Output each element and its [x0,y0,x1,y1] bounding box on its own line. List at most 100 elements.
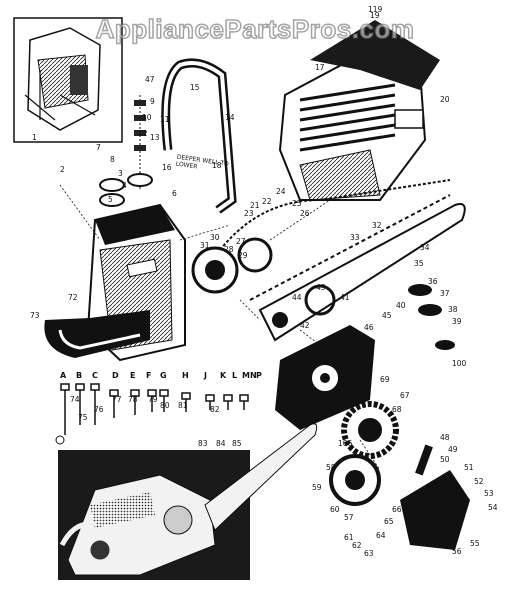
part-label: 18 [212,161,222,170]
part-label: 75 [78,413,88,422]
part-label: G [160,371,167,380]
part-label: 29 [238,251,248,260]
chainsaw-photo-inset [58,423,318,580]
part-label: 51 [464,463,474,472]
part-label: 61 [344,533,354,542]
clutch-parts [191,237,336,328]
part-label: 9 [150,97,155,106]
part-label: 48 [440,433,450,442]
part-label: 6 [172,189,177,198]
part-label: 57 [344,513,354,522]
part-label: J [203,371,207,380]
part-label: 63 [364,549,374,558]
part-label: 76 [94,405,104,414]
part-label: 119 [368,5,383,14]
chain-links [408,284,455,350]
inset-detail-box [13,17,123,143]
part-label: 79 [148,395,158,404]
part-label: 73 [30,311,40,320]
part-label: 17 [315,63,325,72]
part-label: H [182,371,189,380]
part-label: 22 [262,197,272,206]
part-label: 4 [122,181,127,190]
part-label: 3 [118,169,123,178]
part-label: L [232,371,237,380]
part-label: 59 [312,483,322,492]
part-label: 54 [488,503,498,512]
part-label: 68 [392,405,402,414]
part-label: 64 [376,531,386,540]
screw-stack [99,95,153,207]
part-label: 38 [448,305,458,314]
part-label: 10 [142,113,152,122]
part-label: 27 [236,237,246,246]
part-label: P [256,371,262,380]
part-label: 14 [225,113,235,122]
part-label: 62 [352,541,362,550]
part-label: 52 [474,477,484,486]
part-label: 77 [112,395,122,404]
part-label: 49 [448,445,458,454]
rear-handle [44,310,150,358]
part-label: 5 [108,195,113,204]
part-label: 47 [145,75,155,84]
part-label: 7 [96,143,101,152]
part-label: 84 [216,439,226,448]
starter-assembly [329,444,470,550]
part-label: B [76,371,82,380]
part-label: C [92,371,98,380]
screw-row [55,383,249,445]
part-label: 40 [396,301,406,310]
part-label: 83 [198,439,208,448]
part-label: 65 [384,517,394,526]
part-label: 106 [338,439,353,448]
part-label: 2 [60,165,65,174]
part-label: 71 [334,403,344,412]
part-label: 42 [300,321,310,330]
part-label: 21 [250,201,260,210]
part-label: 41 [340,293,350,302]
part-label: 46 [364,323,374,332]
part-label: 53 [484,489,494,498]
part-label: 74 [70,395,80,404]
part-label: 16 [162,163,172,172]
part-label: 37 [440,289,450,298]
part-label: 44 [292,293,302,302]
part-label: 26 [300,209,310,218]
part-label: 55 [470,539,480,548]
part-label: N [250,371,257,380]
part-label: 24 [276,187,286,196]
part-label: 19 [370,11,380,20]
side-cover [275,325,375,430]
part-label: F [146,371,151,380]
part-label: 20 [440,95,450,104]
part-label: 43 [316,283,326,292]
part-label: A [60,371,67,380]
gear-wheel [341,401,399,459]
part-label: 66 [392,505,402,514]
part-label: 13 [150,133,160,142]
part-label: 100 [452,359,467,368]
guide-bar-chain [219,179,466,342]
part-label: 36 [428,277,438,286]
part-label: E [130,371,135,380]
part-label: 78 [128,395,138,404]
part-label: K [220,371,227,380]
part-label: 82 [210,405,220,414]
part-label: 56 [452,547,462,556]
part-label: 30 [210,233,220,242]
part-label: 85 [232,439,242,448]
part-label: 45 [382,311,392,320]
front-handle-bar [161,58,237,214]
part-label: 58 [326,463,336,472]
engine-cylinder [278,20,440,201]
part-label: 11 [160,115,170,124]
part-label: 35 [414,259,424,268]
part-label: 31 [200,241,210,250]
part-label: 81 [178,401,188,410]
part-label: M [242,371,250,380]
part-label: 67 [400,391,410,400]
leader-lines [59,184,381,471]
